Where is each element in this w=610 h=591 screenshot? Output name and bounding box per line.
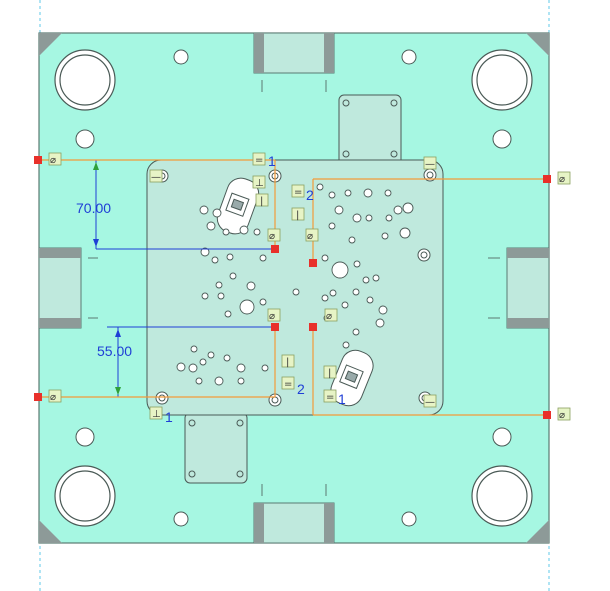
constraint-horizontal-icon: — xyxy=(425,397,435,408)
constraint-number: 2 xyxy=(306,187,314,203)
constraint-fix-icon: ⌀ xyxy=(50,155,56,166)
ejector-holes xyxy=(176,183,414,386)
constraint-horizontal-icon: — xyxy=(425,159,435,170)
guide-pillar-holes xyxy=(54,49,533,527)
constraint-fix-icon: ⌀ xyxy=(307,231,313,242)
constraint-horizontal-icon: — xyxy=(151,172,161,183)
constraint-vertical-icon: | xyxy=(286,357,289,368)
constraint-number: 1 xyxy=(268,153,276,169)
constraint-number: 1 xyxy=(165,409,173,425)
constraint-equal-icon: = xyxy=(294,187,302,198)
constraint-fix-icon: ⌀ xyxy=(269,231,275,242)
bolt-holes xyxy=(75,49,512,527)
sketch-endpoints[interactable] xyxy=(34,156,551,419)
dimension-label-bottom[interactable]: 55.00 xyxy=(97,343,132,359)
constraint-equal-icon: = xyxy=(255,155,263,166)
dowel-marks xyxy=(88,80,500,496)
constraint-fix-icon: ⌀ xyxy=(269,311,275,322)
constraint-perpendicular-icon: ⊥ xyxy=(255,178,264,189)
constraint-equal-icon: = xyxy=(284,379,292,390)
insert-pockets xyxy=(184,94,402,484)
constraint-glyphs: = ⊥ | — = | | = | = ⊥ — — ⌀ ⌀ ⌀ ⌀ ⌀ ⌀ ⌀ … xyxy=(50,155,565,421)
constraint-number: 2 xyxy=(297,381,305,397)
constraint-vertical-icon: | xyxy=(260,196,263,207)
cavity-insert[interactable] xyxy=(146,159,444,416)
constraint-fix-icon: ⌀ xyxy=(326,311,332,322)
dimension-lines xyxy=(93,160,275,397)
constraint-fix-icon: ⌀ xyxy=(50,392,56,403)
constraint-vertical-icon: | xyxy=(296,210,299,221)
constraint-vertical-icon: | xyxy=(328,368,331,379)
constraint-fix-icon: ⌀ xyxy=(559,410,565,421)
constraint-numbers: 1 2 2 1 1 xyxy=(165,153,346,425)
constraint-icons[interactable] xyxy=(48,152,571,421)
constraint-number: 1 xyxy=(338,391,346,407)
dimension-label-top[interactable]: 70.00 xyxy=(76,200,111,216)
constraint-fix-icon: ⌀ xyxy=(559,174,565,185)
constraint-equal-icon: = xyxy=(326,392,334,403)
constraint-perpendicular-icon: ⊥ xyxy=(152,409,161,420)
